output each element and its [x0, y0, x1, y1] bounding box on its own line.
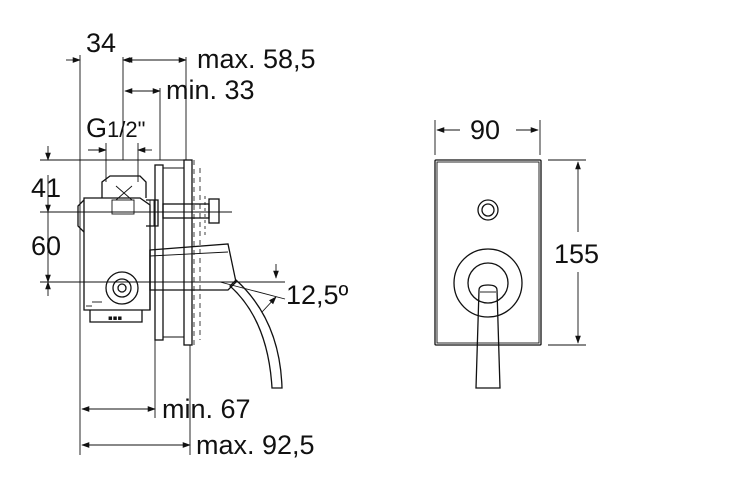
dimension-34: 34: [66, 28, 137, 63]
dimension-label-41: 41: [31, 173, 61, 203]
front-rosette: [453, 248, 523, 318]
dimension-min-33: min. 33: [124, 75, 255, 105]
dimension-max-58-5: max. 58,5: [124, 44, 316, 74]
handle-housing: [149, 243, 237, 310]
dimension-label-min-67: min. 67: [162, 394, 251, 424]
dimension-label-155: 155: [554, 239, 599, 269]
dimension-label-min-33: min. 33: [166, 75, 255, 105]
dimension-90: 90: [434, 115, 541, 155]
valve-body: ▪▪▪: [77, 175, 159, 323]
dimension-angle: 12,5º: [219, 264, 349, 313]
dimension-155: 155: [548, 159, 599, 346]
dimension-label-angle: 12,5º: [286, 280, 349, 310]
dimension-thread-size: G1/2": [86, 113, 152, 182]
cover-plate: [434, 159, 542, 346]
dimension-label-max-58-5: max. 58,5: [197, 44, 316, 74]
front-view: 90 155: [434, 115, 599, 389]
dimension-label-max-92-5: max. 92,5: [196, 430, 315, 460]
lever: [229, 279, 283, 389]
svg-text:▪▪▪: ▪▪▪: [108, 314, 122, 322]
thread-size-fraction: 1/2": [107, 117, 145, 142]
dimension-label-34: 34: [86, 28, 116, 58]
dimension-max-92-5: max. 92,5: [81, 430, 315, 460]
side-view: 34 max. 58,5 min. 33 G1/2": [31, 28, 349, 460]
svg-text:G1/2": G1/2": [86, 113, 145, 143]
wall-plate: [154, 159, 206, 346]
thread-size-base: G: [86, 113, 107, 143]
diverter-button: [477, 199, 499, 221]
dimension-label-90: 90: [470, 115, 500, 145]
dimension-min-67: min. 67: [81, 394, 251, 424]
front-lever: [475, 284, 501, 389]
dimension-label-60: 60: [31, 231, 61, 261]
spindle: [70, 198, 232, 224]
